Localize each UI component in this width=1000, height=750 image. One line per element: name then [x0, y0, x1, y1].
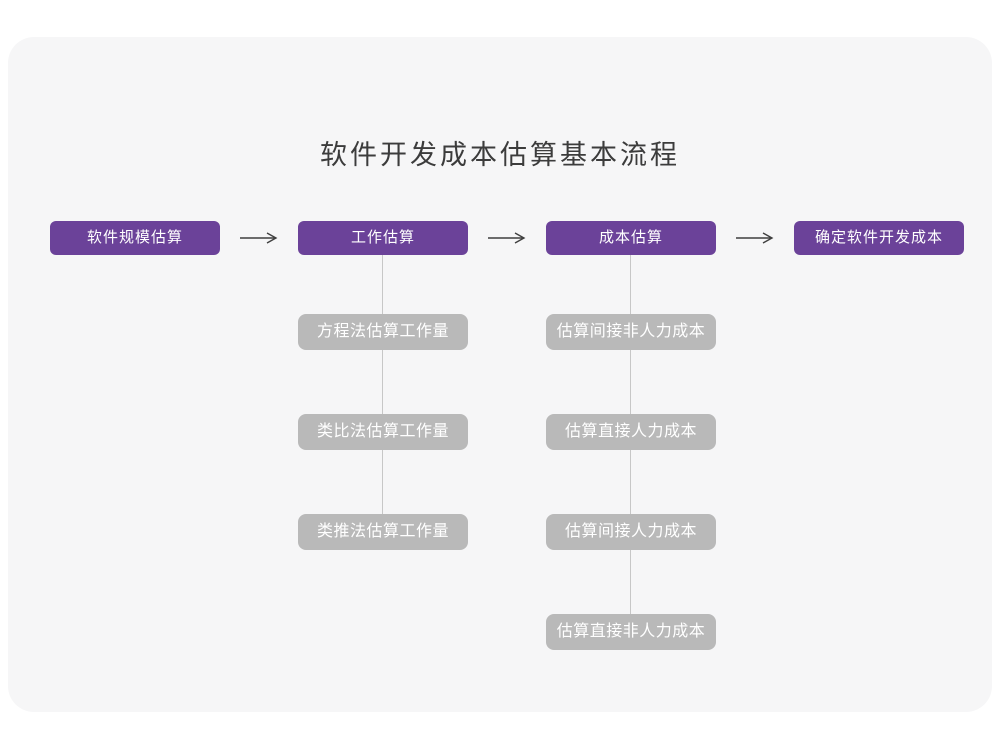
arrow-right-icon — [240, 232, 278, 244]
sub-node-indirect-nonlabor-cost: 估算间接非人力成本 — [546, 314, 716, 350]
sub-node-equation-method: 方程法估算工作量 — [298, 314, 468, 350]
diagram-title: 软件开发成本估算基本流程 — [320, 140, 680, 170]
flow-node-cost-estimation: 成本估算 — [546, 221, 716, 255]
flow-node-determine-dev-cost: 确定软件开发成本 — [794, 221, 964, 255]
arrow-right-icon — [736, 232, 774, 244]
sub-node-direct-nonlabor-cost: 估算直接非人力成本 — [546, 614, 716, 650]
flow-node-software-scale-estimation: 软件规模估算 — [50, 221, 220, 255]
sub-node-analogy-method: 类比法估算工作量 — [298, 414, 468, 450]
connector-line-work — [382, 255, 383, 517]
sub-node-indirect-labor-cost: 估算间接人力成本 — [546, 514, 716, 550]
arrow-right-icon — [488, 232, 526, 244]
sub-node-extrapolation-method: 类推法估算工作量 — [298, 514, 468, 550]
flow-node-work-estimation: 工作估算 — [298, 221, 468, 255]
sub-node-direct-labor-cost: 估算直接人力成本 — [546, 414, 716, 450]
diagram-card: 软件开发成本估算基本流程 软件规模估算 工作估算 成本估算 确定软件开发成本 方… — [8, 37, 992, 712]
